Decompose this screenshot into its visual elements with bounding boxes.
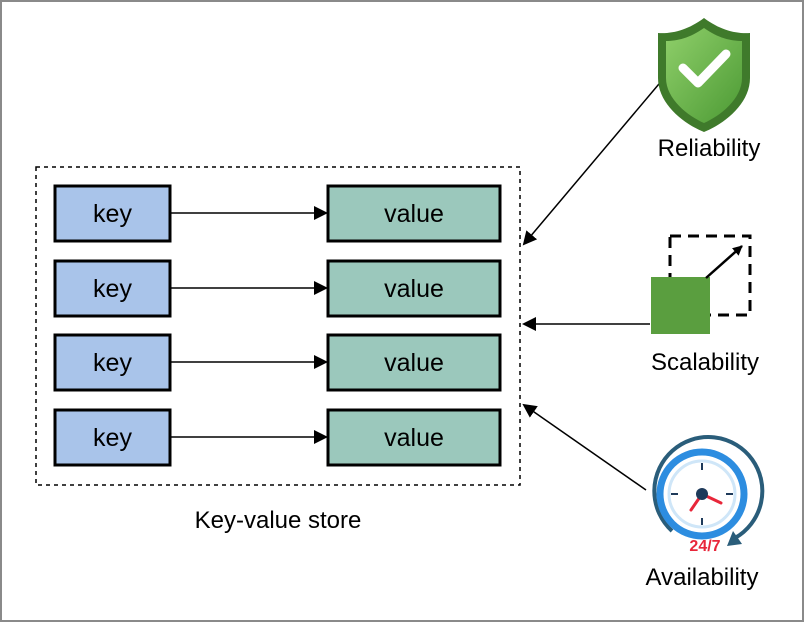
store-caption: Key-value store	[195, 507, 362, 534]
value-label: value	[384, 200, 444, 228]
key-label: key	[93, 424, 132, 452]
scalability-label: Scalability	[651, 349, 759, 376]
clock-24-7-icon: 24/7	[652, 435, 765, 555]
key-label: key	[93, 275, 132, 303]
key-box	[53, 408, 172, 467]
availability-badge: 24/7	[689, 538, 720, 555]
value-box	[326, 259, 502, 318]
key-box	[53, 333, 172, 392]
availability-label: Availability	[646, 564, 759, 591]
store-row: key value	[53, 408, 502, 467]
key-label: key	[93, 349, 132, 377]
store-container	[35, 166, 521, 486]
key-label: key	[93, 200, 132, 228]
reliability-label: Reliability	[658, 135, 761, 162]
store-row: key value	[53, 184, 502, 243]
availability-arrow	[522, 403, 647, 491]
scale-up-icon	[651, 234, 752, 334]
store-row: key value	[53, 333, 502, 392]
value-label: value	[384, 275, 444, 303]
value-label: value	[384, 349, 444, 377]
store-row: key value	[53, 259, 502, 318]
shield-check-icon	[658, 18, 750, 132]
value-box	[326, 333, 502, 392]
reliability-arrow	[522, 77, 665, 246]
value-box	[326, 408, 502, 467]
value-label: value	[384, 424, 444, 452]
value-box	[326, 184, 502, 243]
key-box	[53, 184, 172, 243]
